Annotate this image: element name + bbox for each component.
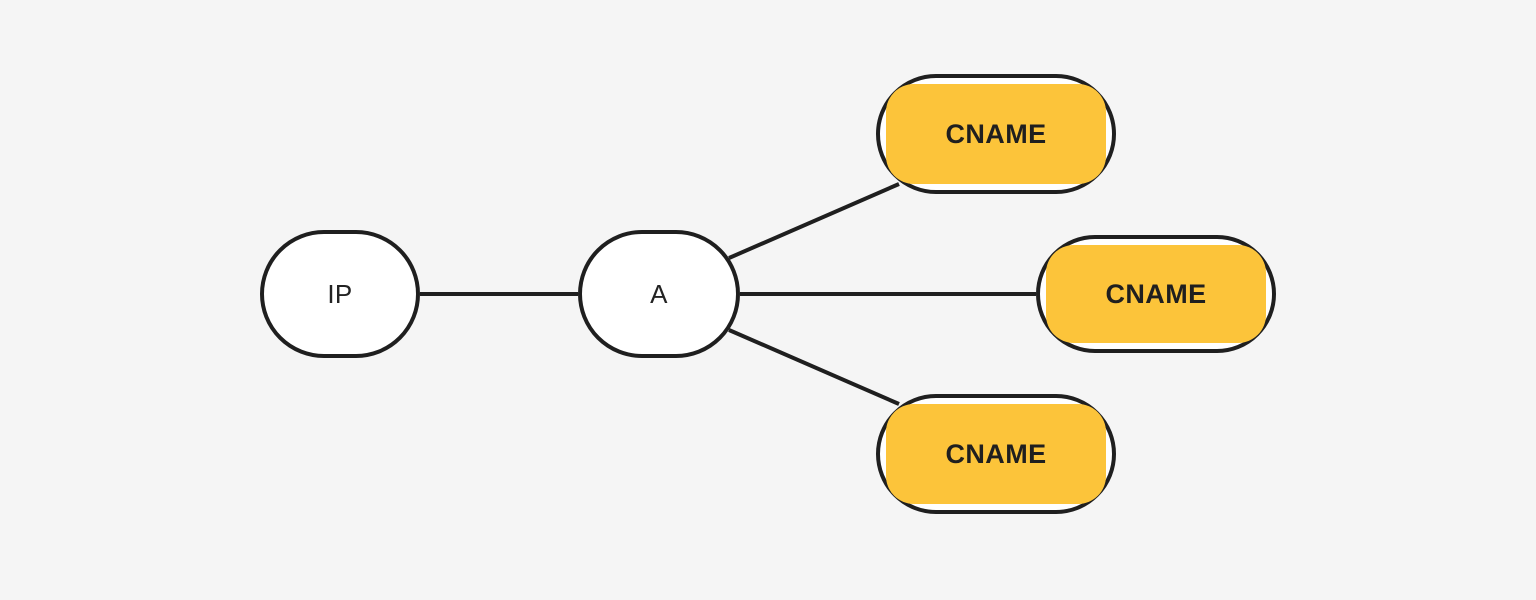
edge-a-to-cname-top: [728, 182, 900, 260]
node-cname-bottom-label: CNAME: [945, 438, 1047, 469]
node-cname-middle[interactable]: CNAME: [1036, 235, 1276, 353]
node-a-label: A: [650, 279, 668, 309]
node-cname-bottom-fill: CNAME: [886, 404, 1106, 504]
node-cname-middle-label: CNAME: [1105, 278, 1207, 309]
edge-a-to-cname-bottom: [728, 328, 900, 406]
node-ip[interactable]: IP: [260, 230, 420, 358]
node-cname-bottom[interactable]: CNAME: [876, 394, 1116, 514]
node-ip-label: IP: [327, 279, 353, 309]
node-cname-top-label: CNAME: [945, 118, 1047, 149]
node-cname-top[interactable]: CNAME: [876, 74, 1116, 194]
node-a[interactable]: A: [578, 230, 740, 358]
node-cname-top-fill: CNAME: [886, 84, 1106, 184]
node-cname-middle-fill: CNAME: [1046, 245, 1266, 343]
